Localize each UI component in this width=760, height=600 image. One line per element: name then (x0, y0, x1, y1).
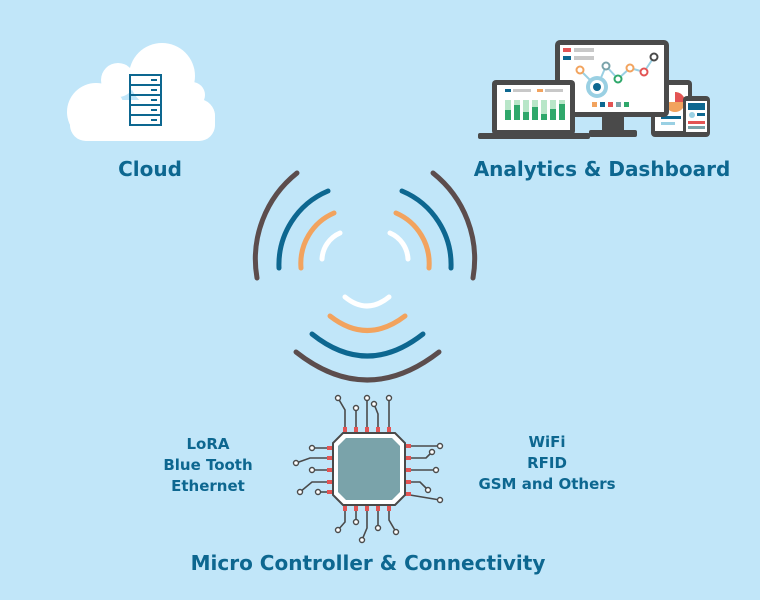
protocols-left: LoRA Blue Tooth Ethernet (145, 434, 271, 497)
devices-dashboard-icon (478, 40, 710, 139)
protocol-gsm: GSM and Others (478, 475, 616, 493)
protocol-lora: LoRA (186, 435, 230, 453)
cloud-label: Cloud (118, 157, 182, 181)
protocol-wifi: WiFi (528, 433, 566, 451)
signal-wave-top-inner-right (387, 230, 411, 262)
protocol-ethernet: Ethernet (171, 477, 245, 495)
signal-wave-bottom-inner (342, 294, 392, 309)
cloud-server-icon (67, 43, 215, 141)
signal-wave-top-blue-left (276, 188, 331, 271)
signal-wave-bottom-outer (293, 349, 442, 383)
microcontroller-chip-icon (292, 394, 444, 544)
protocol-rfid: RFID (527, 454, 567, 472)
signal-wave-top-orange-right (393, 210, 432, 271)
signal-wave-top-outer-right (430, 170, 478, 281)
signal-wave-bottom-blue (309, 331, 426, 359)
protocol-bluetooth: Blue Tooth (163, 456, 253, 474)
wireless-signal-icon (252, 170, 478, 383)
protocols-right: WiFi RFID GSM and Others (468, 432, 626, 495)
microcontroller-label: Micro Controller & Connectivity (190, 551, 546, 575)
signal-wave-top-blue-right (399, 188, 454, 271)
analytics-dashboard-label: Analytics & Dashboard (473, 157, 731, 181)
signal-wave-bottom-orange (327, 313, 408, 333)
signal-wave-top-orange-left (298, 210, 337, 271)
signal-wave-top-outer-left (252, 170, 300, 281)
signal-wave-top-inner-left (319, 230, 343, 262)
